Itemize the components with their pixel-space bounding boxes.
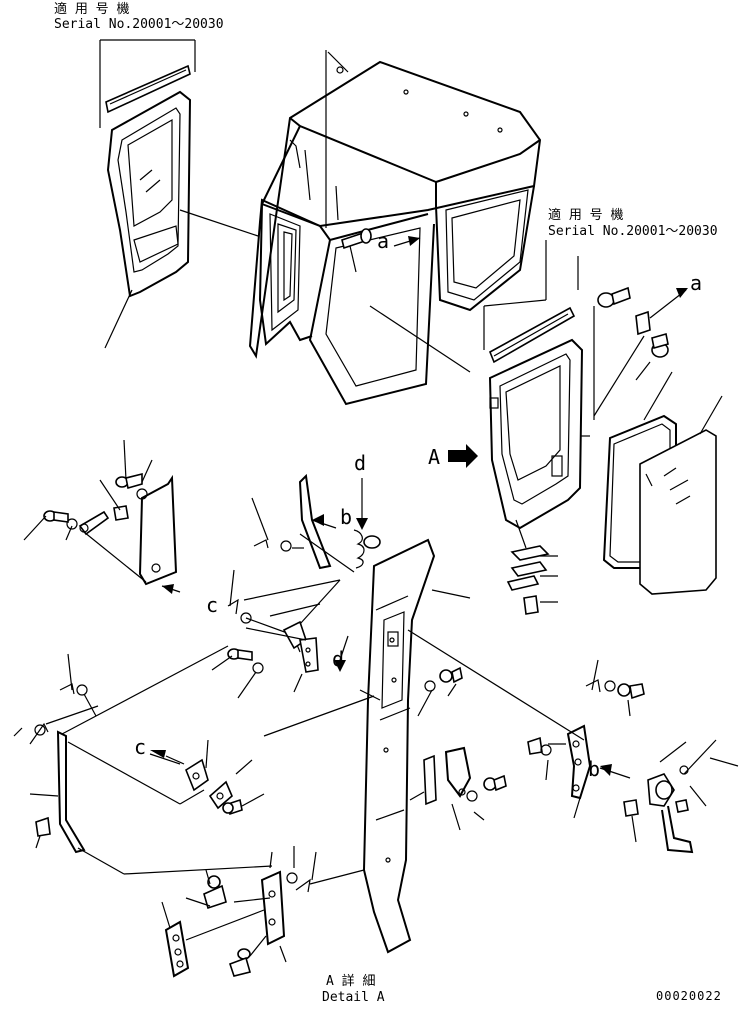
left-door-assembly bbox=[99, 39, 259, 349]
callout-c-upper: c bbox=[206, 593, 219, 617]
lower-left-rod bbox=[13, 645, 273, 875]
callout-b-upper: b bbox=[340, 505, 353, 529]
applicability-jp-right: 適 用 号 機 bbox=[548, 208, 624, 223]
applicability-jp-top-left: 適 用 号 機 bbox=[54, 2, 130, 17]
right-lower-hardware bbox=[527, 659, 739, 854]
lower-latch-c bbox=[149, 739, 265, 816]
door-pillar bbox=[263, 538, 471, 954]
cab-frame bbox=[248, 50, 542, 406]
cab-bolt-callout-a bbox=[341, 228, 471, 373]
door-glass-and-seal bbox=[602, 371, 723, 595]
serial-range-right: Serial No.20001～20030 bbox=[548, 224, 718, 239]
detail-caption-jp: A 詳 細 bbox=[326, 974, 376, 989]
right-door-assembly bbox=[483, 240, 595, 615]
drawing-number: 00020022 bbox=[656, 989, 722, 1003]
middle-linkage bbox=[211, 569, 341, 699]
striker-assembly bbox=[251, 473, 381, 573]
callout-A-detail: A bbox=[428, 445, 441, 469]
callout-c-lower: c bbox=[134, 735, 147, 759]
upper-left-latch bbox=[23, 439, 181, 594]
serial-range-top-left: Serial No.20001～20030 bbox=[54, 17, 224, 32]
callout-a-main: a bbox=[377, 229, 390, 253]
callout-d-mid: d bbox=[332, 647, 345, 671]
bottom-hinge-assembly bbox=[161, 846, 365, 978]
callout-b-lower: b bbox=[588, 757, 601, 781]
right-hardware bbox=[593, 286, 688, 417]
callout-d-top: d bbox=[354, 451, 367, 475]
pillar-right-hardware bbox=[407, 629, 585, 831]
detail-A-arrow bbox=[448, 444, 478, 468]
callout-a-right: a bbox=[690, 271, 703, 295]
detail-caption-en: Detail A bbox=[322, 990, 385, 1005]
